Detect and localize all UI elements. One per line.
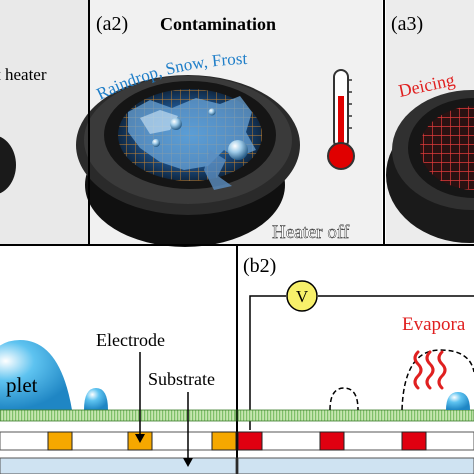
panel-b2-substrate: [237, 457, 474, 474]
evaporation-waves-icon: [413, 350, 447, 390]
panel-b2-small-droplet: [446, 392, 470, 410]
panel-b2-label: (b2): [243, 255, 276, 277]
panel-a3: (a3) Deicing: [386, 0, 474, 244]
panel-b2-electrode: [401, 431, 427, 451]
panel-a2-title: Contamination: [160, 14, 276, 34]
panel-a2-water-droplet: [152, 139, 160, 147]
panel-b2: (b2) V Evapora: [237, 255, 474, 474]
panel-b1-electrode: [211, 431, 237, 451]
panel-b1-droplet-label: plet: [6, 373, 38, 397]
panel-b2-electrode: [319, 431, 345, 451]
panel-a1: t heater: [0, 0, 88, 244]
panel-a2-camera-lens: [76, 75, 300, 247]
panel-b1-small-droplet: [84, 388, 108, 410]
panel-a1-background: [0, 0, 88, 244]
panel-a2-label: (a2): [96, 13, 128, 35]
panel-b2-heater-film: [237, 409, 474, 422]
circuit-wire: [249, 295, 286, 430]
panel-b1-electrode: [47, 431, 73, 451]
voltmeter-symbol: V: [296, 287, 309, 306]
panel-a2-water-droplet: [170, 118, 182, 130]
arrow-down-icon: [183, 458, 193, 467]
thermometer-icon: [327, 69, 355, 170]
panel-b1-substrate-label: Substrate: [148, 369, 215, 389]
panel-b2-evaporated-droplet-outline: [401, 349, 474, 411]
panel-b2-evaporated-droplet-outline: [329, 387, 359, 411]
panel-b2-evaporation-label: Evapora: [402, 314, 466, 335]
panel-b1-large-droplet: [0, 340, 72, 410]
panel-b2-electrode-layer: [237, 431, 474, 451]
panel-a1-label-fragment: t heater: [0, 65, 47, 84]
panel-a2-heater-status: Heater off: [272, 222, 350, 243]
voltmeter-icon: [286, 280, 318, 312]
panel-b2-electrode: [237, 431, 263, 451]
panel-a3-camera-lens: [386, 90, 474, 243]
panel-a3-heater-grid: [420, 106, 474, 190]
panel-b1-heater-film: [0, 409, 237, 422]
panel-a2-water-droplet: [228, 140, 248, 160]
panel-a1-camera-lens: [0, 136, 16, 194]
panel-b1-substrate: [0, 457, 237, 474]
panel-b1-electrode-layer: [0, 431, 237, 451]
panel-a3-label: (a3): [391, 13, 423, 35]
panel-b1: plet Electrode Substrate: [0, 330, 237, 474]
arrow-down-icon: [135, 434, 145, 443]
panel-b1-electrode-label: Electrode: [96, 330, 165, 350]
panel-a2-water-droplet: [208, 108, 216, 116]
panel-a2: (a2) Contamination Raindrop, Snow, Frost…: [76, 0, 382, 247]
